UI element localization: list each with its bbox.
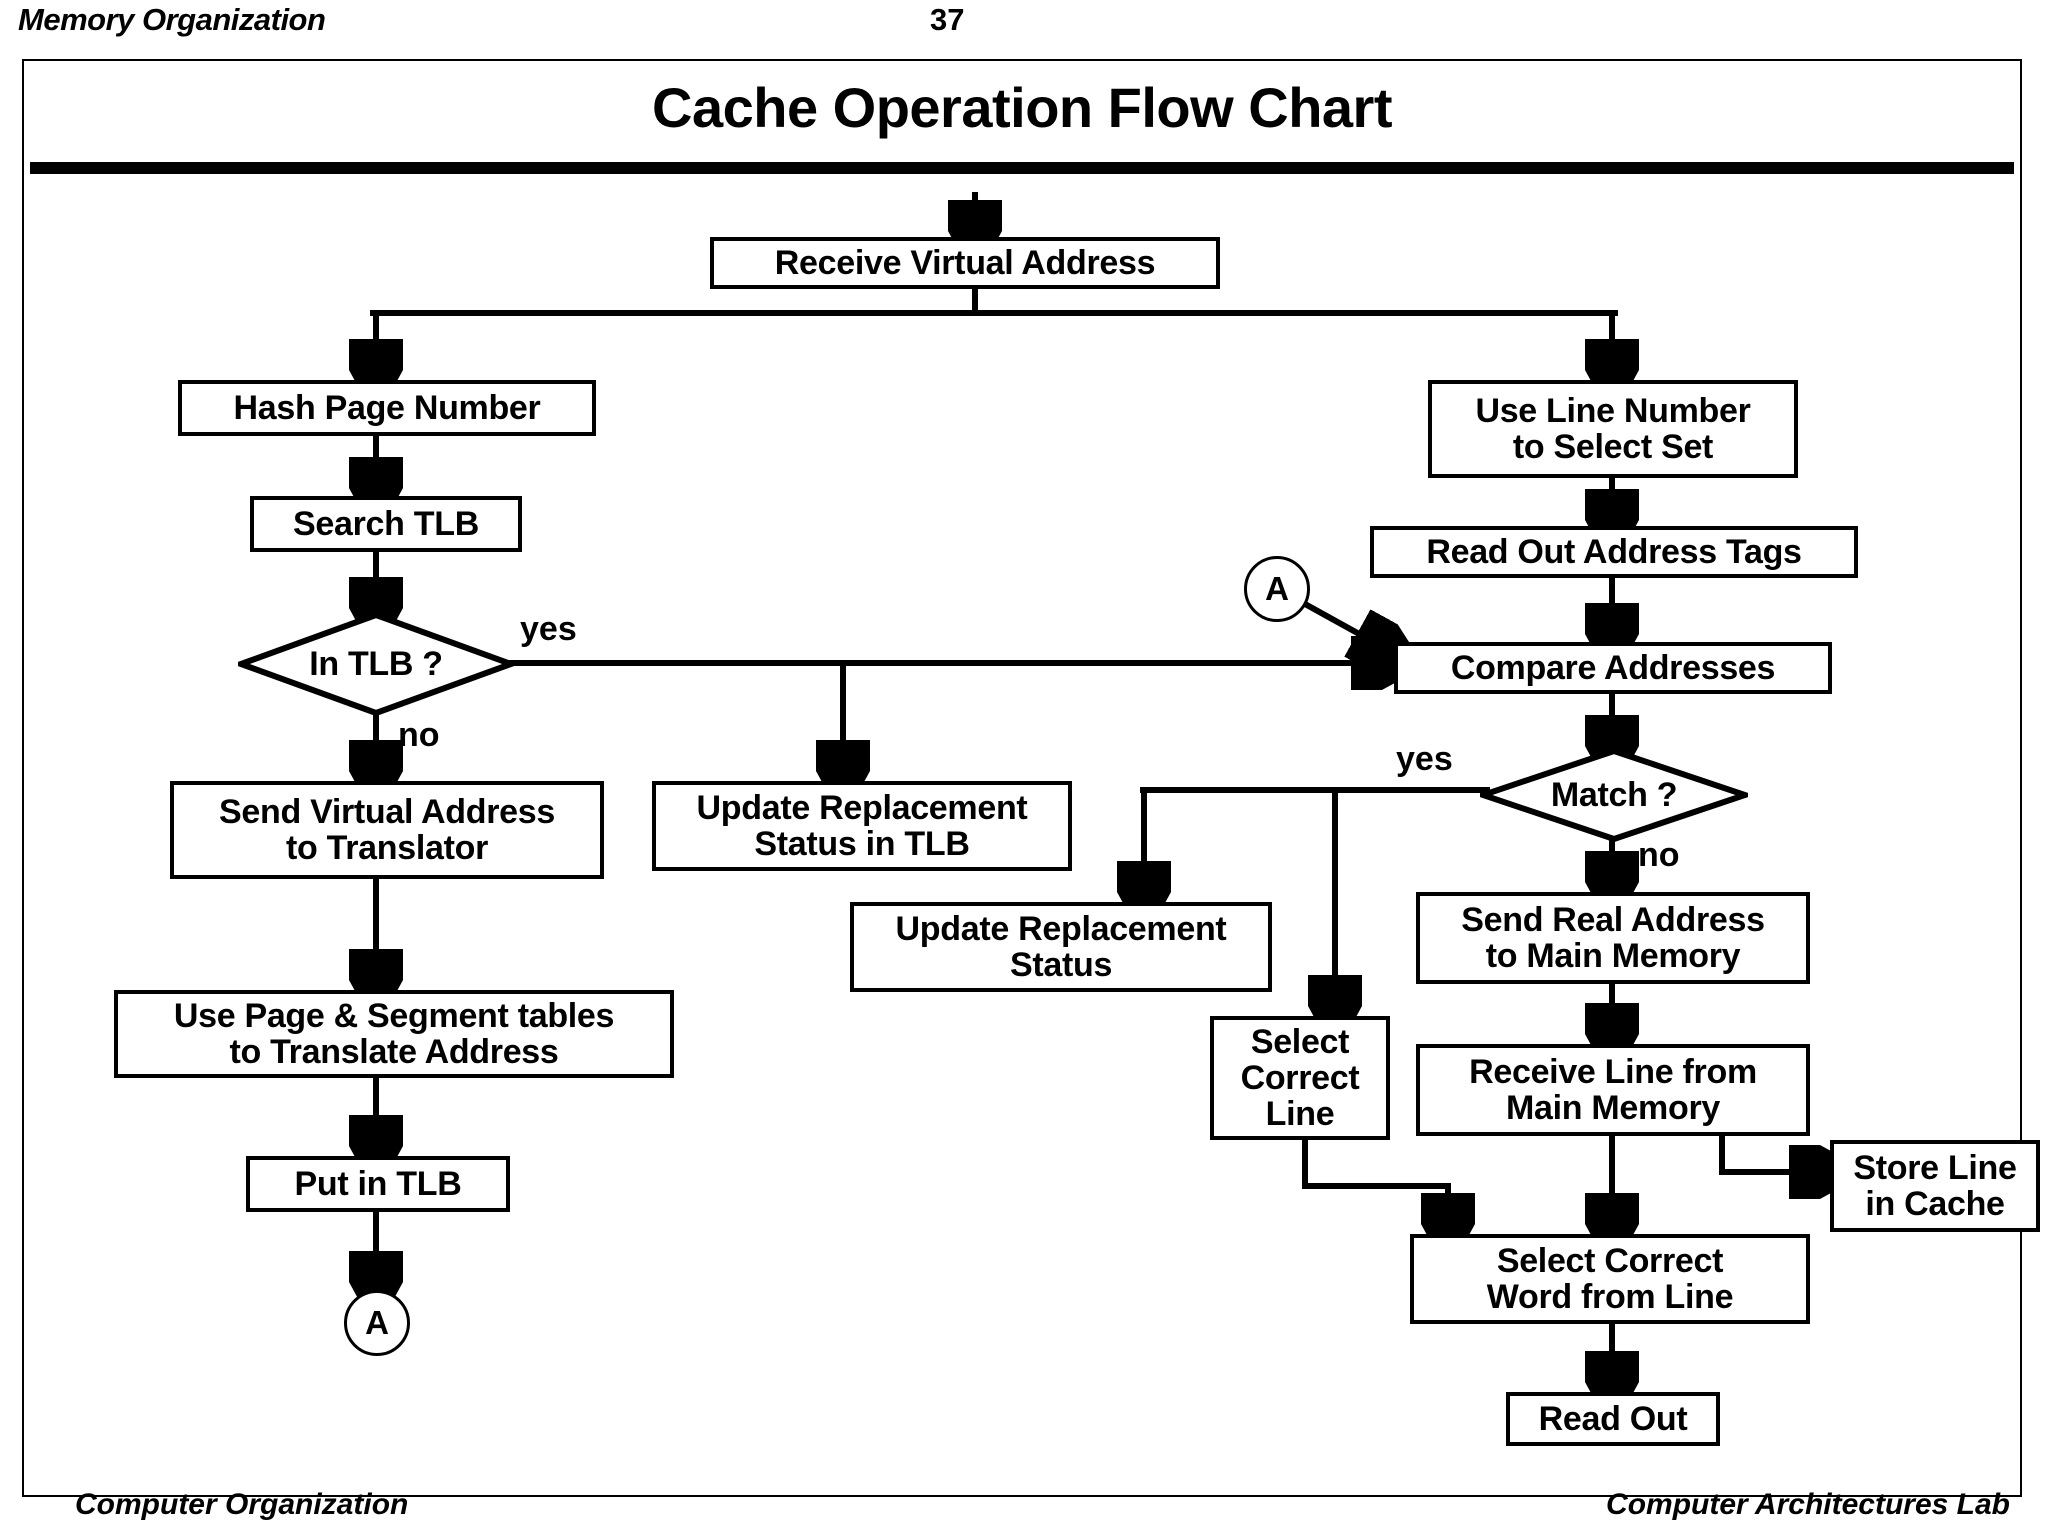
edge-label-text: yes [520,610,577,648]
node-label-line1: Receive Line from [1469,1052,1757,1091]
node-label-line1: Update Replacement [696,788,1028,827]
node-update-replacement-status-in-tlb[interactable]: Update Replacement Status in TLB [652,781,1072,871]
node-label-line1: Use Line Number [1475,391,1751,430]
decision-in-tlb-label: In TLB ? [309,644,443,683]
node-label: Put in TLB [294,1164,462,1203]
decision-match[interactable]: Match ? [1480,748,1748,842]
node-store-line-in-cache[interactable]: Store Line in Cache [1830,1140,2040,1232]
node-label: Hash Page Number [233,388,541,427]
node-label-line2: Word from Line [1486,1278,1734,1316]
node-send-virtual-address[interactable]: Send Virtual Address to Translator [170,781,604,879]
edge-label-match-yes: yes [1396,742,1453,776]
node-label-line2: Status [1009,946,1113,984]
node-send-real-address[interactable]: Send Real Address to Main Memory [1416,892,1810,984]
edge-label-in-tlb-no: no [398,718,440,752]
decision-in-tlb[interactable]: In TLB ? [238,612,514,716]
node-label-line2: Correct [1240,1058,1360,1097]
connector-label: A [1265,570,1289,607]
page-title: Cache Operation Flow Chart [652,76,1393,139]
node-label-line1: Select [1250,1022,1350,1061]
node-label-line1: Send Virtual Address [219,792,555,831]
connector-label: A [365,1304,389,1341]
node-receive-virtual-address[interactable]: Receive Virtual Address [710,237,1220,289]
edge-label-text: no [1638,836,1680,874]
node-label-line2: to Translate Address [229,1033,559,1071]
node-label-line2: in Cache [1865,1185,2005,1223]
slide-page-number: 37 [930,2,965,37]
edge-label-match-no: no [1638,838,1680,872]
connector-a-top[interactable]: A [1244,556,1310,622]
node-label: Compare Addresses [1450,648,1776,687]
edge-label-text: yes [1396,740,1453,778]
edge-label-in-tlb-yes: yes [520,612,577,646]
node-use-page-segment-tables[interactable]: Use Page & Segment tables to Translate A… [114,990,674,1078]
node-hash-page-number[interactable]: Hash Page Number [178,380,596,436]
node-label-line2: Main Memory [1506,1089,1720,1127]
title-divider [30,162,2014,174]
node-label-line1: Update Replacement [895,909,1227,948]
match-decision-shape [1480,748,1748,842]
node-compare-addresses[interactable]: Compare Addresses [1394,642,1832,694]
footer-left: Computer Organization [75,1488,409,1521]
edge-label-text: no [398,716,440,754]
node-label-line1: Use Page & Segment tables [173,996,615,1035]
node-label-line1: Select Correct [1496,1241,1724,1280]
in-tlb-decision-shape [238,612,514,716]
node-read-out-address-tags[interactable]: Read Out Address Tags [1370,526,1858,578]
node-label-line2: to Select Set [1512,428,1714,466]
node-put-in-tlb[interactable]: Put in TLB [246,1156,510,1212]
node-search-tlb[interactable]: Search TLB [250,496,522,552]
node-label-line1: Send Real Address [1461,900,1765,939]
node-label-line2: Status in TLB [754,825,970,863]
node-label-line3: Line [1265,1095,1335,1134]
decision-match-label: Match ? [1550,775,1678,814]
node-label: Read Out [1538,1399,1688,1438]
node-label-line2: to Translator [285,829,489,867]
node-label: Read Out Address Tags [1426,532,1802,571]
node-label: Receive Virtual Address [774,243,1156,282]
node-update-replacement-status[interactable]: Update Replacement Status [850,902,1272,992]
node-read-out[interactable]: Read Out [1506,1392,1720,1446]
connector-a-bottom[interactable]: A [344,1290,410,1356]
node-label: Search TLB [293,504,479,543]
slide-header-left: Memory Organization [18,2,326,37]
node-select-correct-word[interactable]: Select Correct Word from Line [1410,1234,1810,1324]
footer-right: Computer Architectures Lab [1606,1488,2010,1521]
node-use-line-number[interactable]: Use Line Number to Select Set [1428,380,1798,478]
node-label-line2: to Main Memory [1485,937,1741,975]
node-select-correct-line[interactable]: Select Correct Line [1210,1016,1390,1140]
node-label-line1: Store Line [1853,1148,2017,1187]
node-receive-line-from-main-memory[interactable]: Receive Line from Main Memory [1416,1044,1810,1136]
